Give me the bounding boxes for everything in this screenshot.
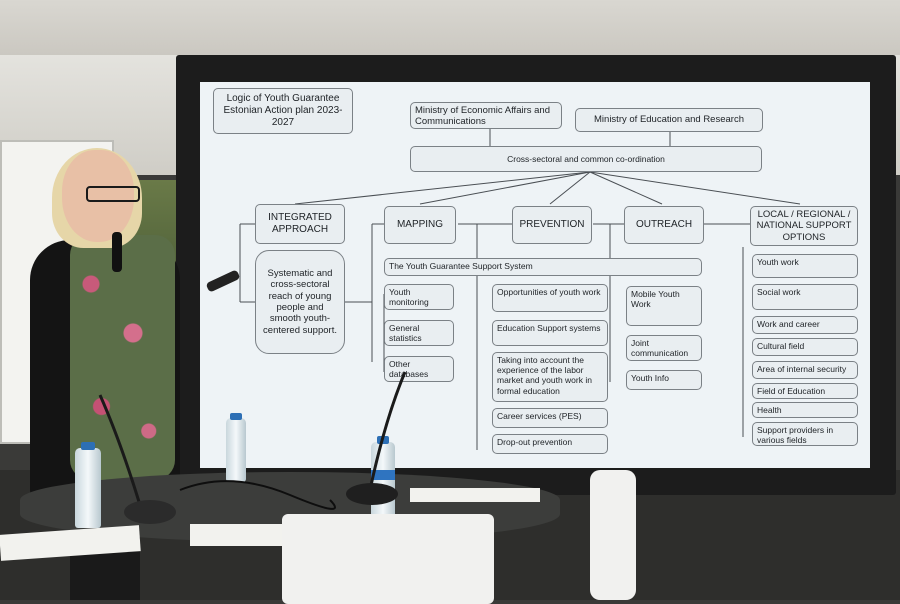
table-paper <box>410 488 540 502</box>
white-chair <box>282 514 494 604</box>
prevention-item: Career services (PES) <box>492 408 608 428</box>
bottle-cap <box>230 413 242 420</box>
coordination-box: Cross-sectoral and common co-ordination <box>410 146 762 172</box>
presenter-face <box>62 150 134 242</box>
bottle-cap <box>81 442 95 450</box>
presenter-scarf <box>70 235 175 480</box>
local-support-item: Support providers in various fields <box>752 422 858 446</box>
prevention-item: Taking into account the experience of th… <box>492 352 608 402</box>
white-chair <box>590 470 636 600</box>
local-support-header: LOCAL / REGIONAL / NATIONAL SUPPORT OPTI… <box>750 206 858 246</box>
ministry-economic-affairs: Ministry of Economic Affairs and Communi… <box>410 102 562 129</box>
integrated-approach-body: Systematic and cross-sectoral reach of y… <box>255 250 345 354</box>
local-support-item: Field of Education <box>752 383 858 399</box>
support-system-bar: The Youth Guarantee Support System <box>384 258 702 276</box>
mapping-header: MAPPING <box>384 206 456 244</box>
outreach-item: Joint communication <box>626 335 702 361</box>
presenter-glasses <box>86 186 140 202</box>
local-support-item: Social work <box>752 284 858 310</box>
prevention-item: Opportunities of youth work <box>492 284 608 312</box>
bottle-label <box>371 470 395 480</box>
mapping-item: Youth monitoring <box>384 284 454 310</box>
mapping-item: Other databases <box>384 356 454 382</box>
ministry-education: Ministry of Education and Research <box>575 108 763 132</box>
table-paper <box>190 524 300 546</box>
mapping-item: General statistics <box>384 320 454 346</box>
water-bottle <box>226 418 246 482</box>
outreach-item: Youth Info <box>626 370 702 390</box>
presentation-slide: Logic of Youth Guarantee Estonian Action… <box>200 82 870 468</box>
prevention-item: Education Support systems <box>492 320 608 346</box>
water-bottle <box>371 442 395 522</box>
outreach-item: Mobile Youth Work <box>626 286 702 326</box>
water-bottle <box>75 448 101 528</box>
local-support-item: Cultural field <box>752 338 858 356</box>
local-support-item: Youth work <box>752 254 858 278</box>
prevention-header: PREVENTION <box>512 206 592 244</box>
outreach-header: OUTREACH <box>624 206 704 244</box>
prevention-item: Drop-out prevention <box>492 434 608 454</box>
ceiling <box>0 0 900 62</box>
slide-title: Logic of Youth Guarantee Estonian Action… <box>213 88 353 134</box>
local-support-item: Area of internal security <box>752 361 858 379</box>
integrated-approach-header: INTEGRATED APPROACH <box>255 204 345 244</box>
presenter-microphone <box>112 232 122 272</box>
local-support-item: Work and career <box>752 316 858 334</box>
local-support-item: Health <box>752 402 858 418</box>
